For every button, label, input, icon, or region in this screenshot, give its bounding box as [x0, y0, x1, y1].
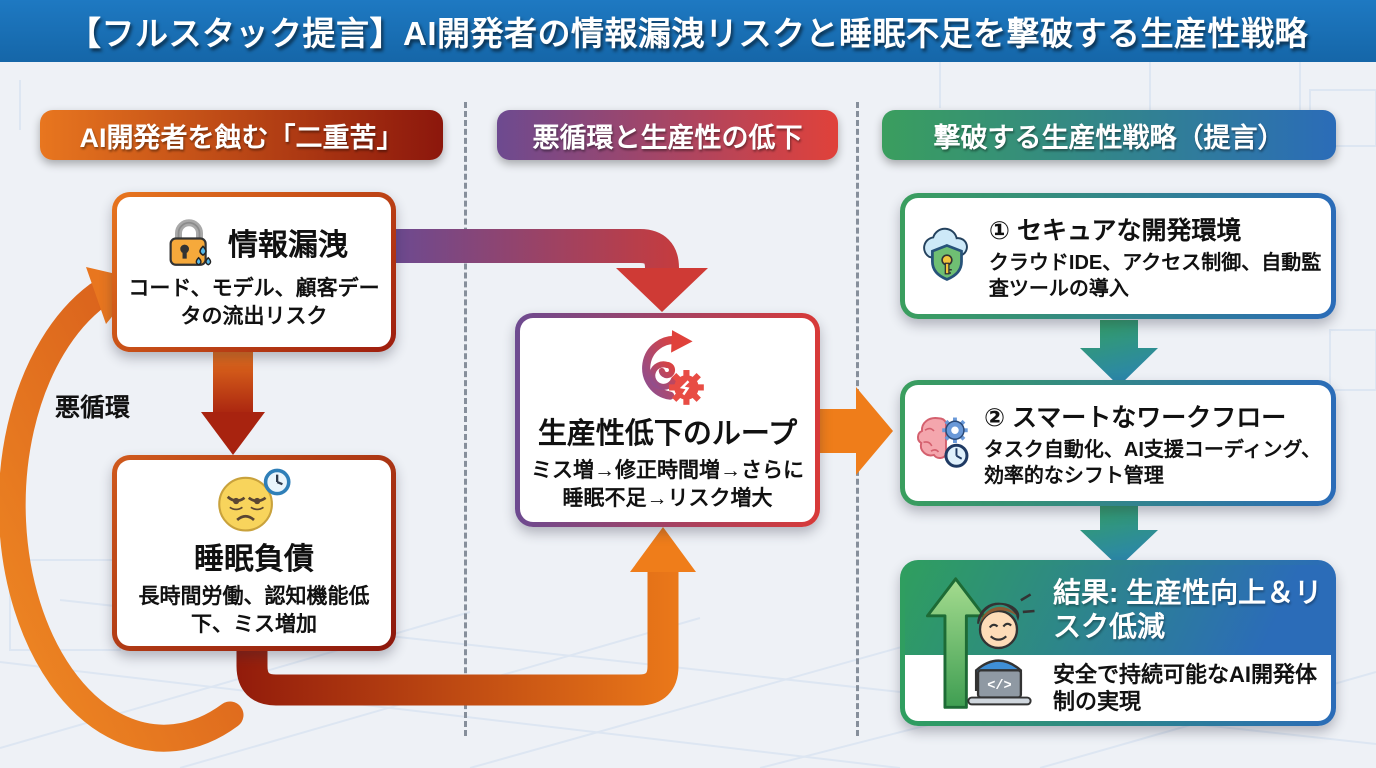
vicious-cycle-label: 悪循環: [55, 394, 131, 422]
smart-to-result-arrow: [1080, 503, 1158, 567]
result-body-band: 安全で持続可能なAI開発体制の実現: [905, 655, 1331, 721]
spiral-gear-icon: [641, 329, 704, 405]
loop-to-strategy-arrow: [818, 387, 893, 475]
sleep-to-loop-arrow: [236, 527, 696, 706]
leak-to-sleep-arrow: [201, 346, 265, 455]
header-double-burden-label: AI開発者を蝕む「二重苦」: [79, 122, 404, 153]
result-title-band: 結果: 生産性向上＆リスク低減: [905, 565, 1331, 656]
result-title: 結果: 生産性向上＆リスク低減: [1053, 577, 1323, 643]
smart-workflow-body: タスク自動化、AI支援コーディング、効率的なシフト管理: [983, 438, 1322, 487]
productivity-loop-body: ミス増→修正時間増→さらに睡眠不足→リスク増大: [531, 458, 804, 510]
growth-developer-icon: </>: [925, 577, 1035, 709]
info-leak-box: 情報漏洩 コード、モデル、顧客データの流出リスク: [112, 192, 396, 352]
secure-to-smart-arrow: [1080, 320, 1158, 386]
smart-workflow-box: ② スマートなワークフロー タスク自動化、AI支援コーディング、効率的なシフト管…: [900, 380, 1336, 506]
smart-workflow-title: ② スマートなワークフロー: [983, 403, 1287, 432]
column-divider-1: [464, 102, 467, 736]
secure-env-box: ① セキュアな開発環境 クラウドIDE、アクセス制御、自動監査ツールの導入: [900, 193, 1336, 319]
tired-face-clock-icon: [218, 468, 291, 532]
secure-env-body: クラウドIDE、アクセス制御、自動監査ツールの導入: [988, 251, 1322, 300]
sleep-debt-body: 長時間労働、認知機能低下、ミス増加: [138, 584, 370, 636]
result-body: 安全で持続可能なAI開発体制の実現: [1053, 661, 1318, 715]
productivity-loop-box: 生産性低下のループ ミス増→修正時間増→さらに睡眠不足→リスク増大: [515, 313, 820, 527]
svg-text:</>: </>: [987, 679, 1012, 694]
leaking-lock-icon: [169, 219, 212, 266]
leak-to-loop-arrow: [396, 229, 708, 312]
secure-env-title: ① セキュアな開発環境: [988, 216, 1242, 245]
info-leak-title: 情報漏洩: [228, 228, 348, 262]
gear-glyph: [668, 369, 704, 405]
productivity-loop-title: 生産性低下のループ: [537, 417, 798, 450]
cloud-shield-key-icon: [923, 227, 968, 281]
header-strategy: 撃破する生産性戦略（提言）: [882, 110, 1336, 160]
result-box: 結果: 生産性向上＆リスク低減 安全で持続可能なAI開発体制の実現: [900, 560, 1336, 726]
brain-gear-clock-icon: [916, 417, 969, 468]
header-strategy-label: 撃破する生産性戦略（提言）: [933, 122, 1285, 153]
info-leak-body: コード、モデル、顧客データの流出リスク: [128, 276, 380, 328]
sleep-debt-title: 睡眠負債: [194, 542, 314, 576]
header-vicious-cycle-label: 悪循環と生産性の低下: [532, 122, 803, 153]
header-double-burden: AI開発者を蝕む「二重苦」: [40, 110, 443, 160]
title-bar: 【フルスタック提言】AI開発者の情報漏洩リスクと睡眠不足を撃破する生産性戦略: [0, 0, 1376, 62]
sleep-debt-box: 睡眠負債 長時間労働、認知機能低下、ミス増加: [112, 455, 396, 651]
header-vicious-cycle: 悪循環と生産性の低下: [497, 110, 838, 160]
page-title: 【フルスタック提言】AI開発者の情報漏洩リスクと睡眠不足を撃破する生産性戦略: [68, 15, 1308, 52]
